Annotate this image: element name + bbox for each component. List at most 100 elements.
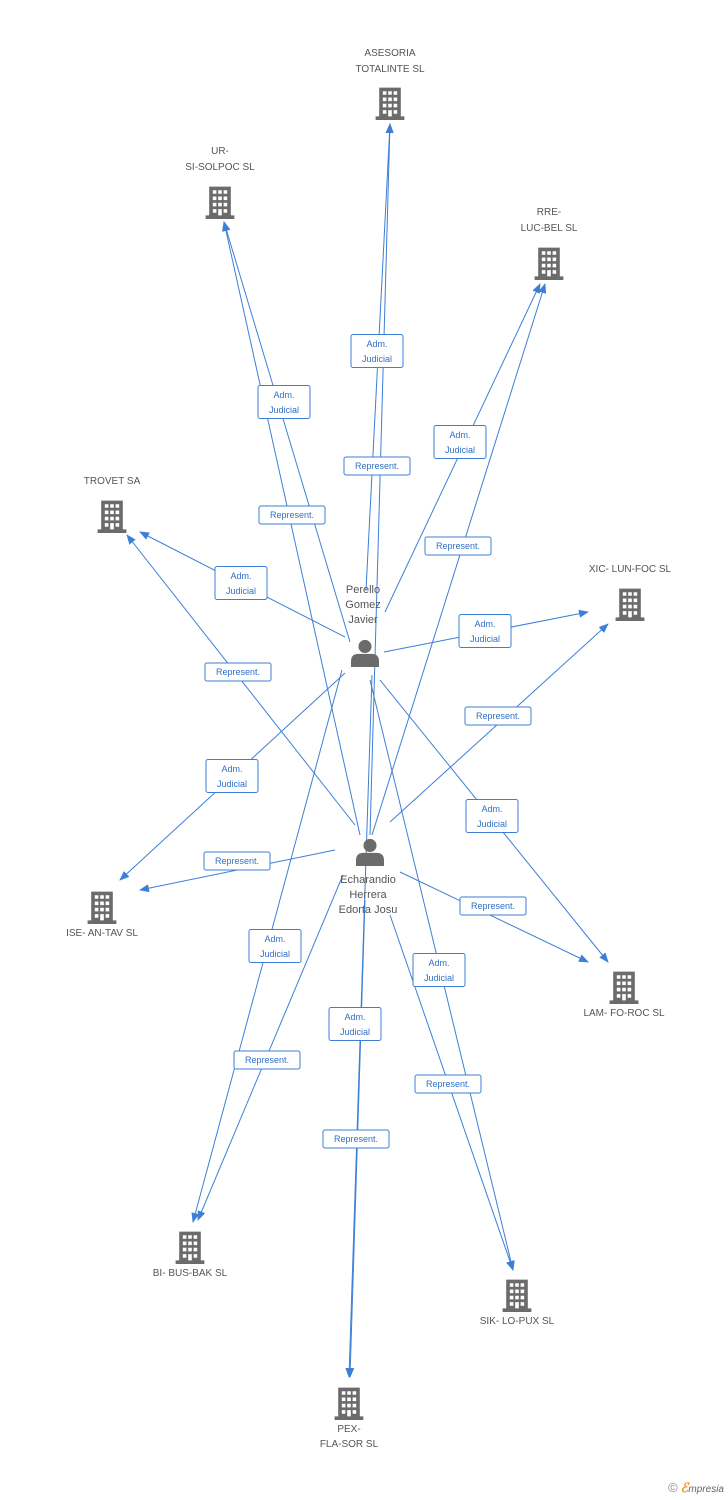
edge-label-box [328, 1007, 382, 1041]
edge-p2-c8 [197, 874, 344, 1221]
copyright-symbol: © [668, 1480, 678, 1495]
edge-label-p2-c6[interactable]: Represent. [203, 851, 271, 871]
building-icon [97, 500, 127, 533]
edge-label-p1-c2[interactable]: Represent. [258, 505, 326, 525]
edge-p2-c7 [399, 871, 589, 963]
company-node-c9[interactable]: SIK- LO-PUX SL [480, 1279, 555, 1327]
company-node-c1[interactable]: ASESORIA TOTALINTE SL [355, 48, 425, 120]
company-name: SI-SOLPOC SL [185, 162, 255, 173]
edge-p2-c1 [369, 123, 394, 836]
edge-label-text: Represent. [245, 1055, 289, 1065]
edge-label-box [322, 1129, 390, 1149]
company-name: PEX- [337, 1424, 360, 1435]
edge-label-text: Adm. [264, 934, 285, 944]
company-name: ASESORIA [364, 48, 415, 59]
edge-label-p2-c9[interactable]: Represent. [414, 1074, 482, 1094]
edge-label-text: Represent. [216, 667, 260, 677]
edge-label-text: Judicial [269, 405, 299, 415]
company-node-c2[interactable]: UR- SI-SOLPOC SL [185, 146, 255, 219]
company-node-c4[interactable]: TROVET SA [84, 476, 141, 533]
edge-label-p2-c5[interactable]: Represent. [464, 706, 532, 726]
company-name: RRE- [537, 207, 561, 218]
building-icon [334, 1387, 364, 1420]
company-node-c5[interactable]: XIC- LUN-FOC SL [589, 564, 672, 621]
company-node-c3[interactable]: RRE- LUC-BEL SL [521, 207, 578, 280]
building-icon [534, 247, 564, 280]
edge-label-text: Adm. [474, 619, 495, 629]
person-icon [356, 838, 384, 866]
edge-label-box [257, 385, 311, 419]
edge-label-text: Represent. [215, 856, 259, 866]
edge-label-text: Judicial [217, 779, 247, 789]
edge-label-text: Judicial [340, 1027, 370, 1037]
edge-label-p1-c9[interactable]: Adm. Judicial [412, 953, 466, 987]
edge-label-p1-c6[interactable]: Adm.Judicial [205, 759, 259, 793]
edge-label-text: Adm. [481, 804, 502, 814]
edge-label-p2-c8[interactable]: Represent. [233, 1050, 301, 1070]
person-name: Edorta Josu [339, 904, 398, 916]
edge-label-box [465, 799, 519, 833]
edge-label-text: Judicial [470, 634, 500, 644]
company-node-c7[interactable]: LAM- FO-ROC SL [583, 971, 665, 1019]
edge-label-box [258, 505, 326, 525]
edge-label-p1-c8[interactable]: Adm. Judicial [248, 929, 302, 963]
edge-p2-c2 [222, 221, 361, 836]
building-icon [375, 87, 405, 120]
edge-label-text: Judicial [424, 973, 454, 983]
edge-label-text: Adm. [428, 958, 449, 968]
edge-label-p1-c7[interactable]: Adm.Judicial [465, 799, 519, 833]
company-name: XIC- LUN-FOC SL [589, 564, 672, 575]
company-node-c6[interactable]: ISE- AN-TAV SL [66, 891, 138, 939]
edge-label-text: Represent. [334, 1134, 378, 1144]
empresia-logo-text: mpresia [688, 1484, 724, 1495]
edge-label-box [424, 536, 492, 556]
person-name: Gomez [345, 599, 380, 611]
edge-label-p2-c4[interactable]: Represent. [204, 662, 272, 682]
edge-label-box [204, 662, 272, 682]
edge-label-p2-c2[interactable]: Adm. Judicial [257, 385, 311, 419]
edge-label-text: Judicial [362, 354, 392, 364]
company-name: SIK- LO-PUX SL [480, 1316, 555, 1327]
company-name: FLA-SOR SL [320, 1439, 379, 1450]
edge-label-box [343, 456, 411, 476]
nodes-layer: ASESORIA TOTALINTE SL UR- SI-SOLPOC SL RRE- L… [66, 48, 671, 1450]
edge-label-box [464, 706, 532, 726]
edge-label-p1-c4[interactable]: Adm.Judicial [214, 566, 268, 600]
edge-label-text: Judicial [260, 949, 290, 959]
edge-label-p1-c5[interactable]: Adm. Judicial [458, 614, 512, 648]
edge-label-text: Adm. [273, 390, 294, 400]
company-name: TOTALINTE SL [355, 64, 425, 75]
edge-label-p1-c3[interactable]: Adm.Judicial [433, 425, 487, 459]
person-name: Javier [348, 614, 378, 626]
building-icon [175, 1231, 205, 1264]
edge-label-box [203, 851, 271, 871]
person-name: Herrera [349, 889, 387, 901]
building-icon [205, 186, 235, 219]
company-name: ISE- AN-TAV SL [66, 928, 138, 939]
empresia-watermark: © ℰmpresia [668, 1480, 724, 1496]
edge-label-text: Represent. [426, 1079, 470, 1089]
edge-label-p1-c1[interactable]: Adm.Judicial [350, 334, 404, 368]
building-icon [87, 891, 117, 924]
building-icon [502, 1279, 532, 1312]
edge-label-text: Adm. [230, 571, 251, 581]
person-name: Echarandio [340, 874, 396, 886]
company-node-c10[interactable]: PEX- FLA-SOR SL [320, 1387, 379, 1450]
edge-label-p1-c10[interactable]: Represent. [322, 1129, 390, 1149]
company-name: LUC-BEL SL [521, 223, 578, 234]
edge-label-p2-c3[interactable]: Represent. [424, 536, 492, 556]
edge-label-p2-c7[interactable]: Represent. [459, 896, 527, 916]
edge-label-text: Represent. [471, 901, 515, 911]
edge-label-box [459, 896, 527, 916]
empresia-logo-icon: ℰ [680, 1480, 689, 1495]
edge-label-box [350, 334, 404, 368]
person-name: Perello [346, 584, 380, 596]
company-name: UR- [211, 146, 229, 157]
company-node-c8[interactable]: BI- BUS-BAK SL [153, 1231, 228, 1279]
edge-label-p2-c10[interactable]: Adm.Judicial [328, 1007, 382, 1041]
company-name: TROVET SA [84, 476, 141, 487]
edge-label-p2-c1[interactable]: Represent. [343, 456, 411, 476]
